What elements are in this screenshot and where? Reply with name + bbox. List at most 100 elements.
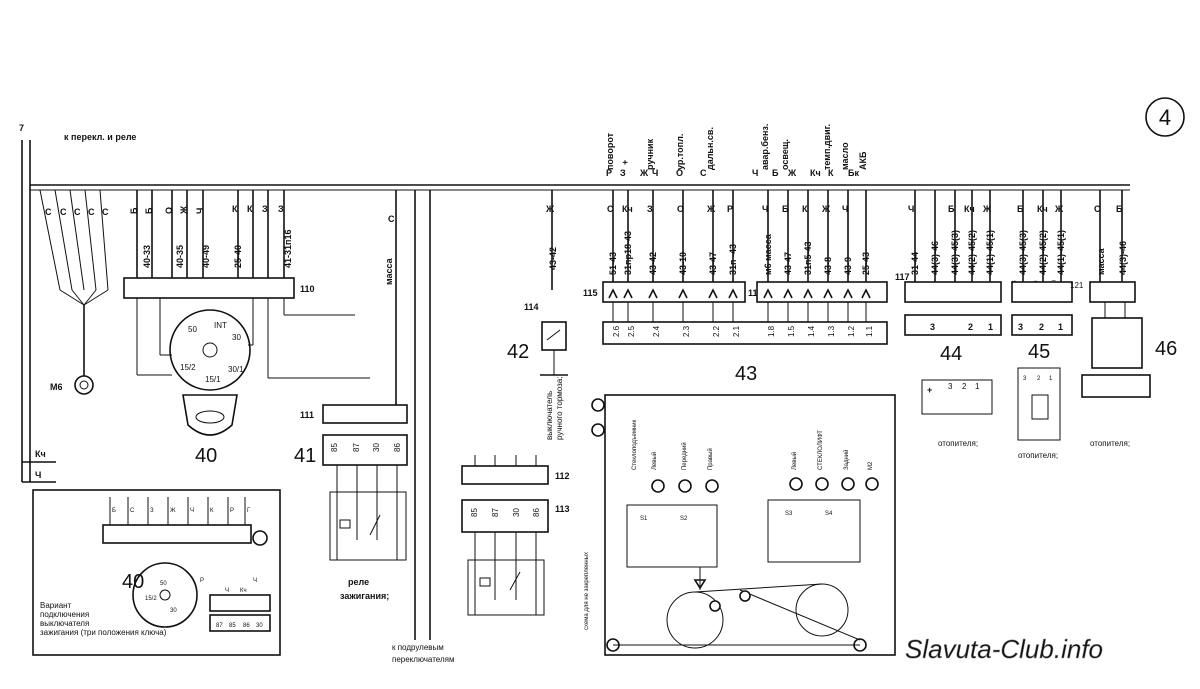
block-label: S1 [640,516,648,522]
connector-arrow [783,288,793,299]
terminal-label: 50 [160,581,167,587]
pin-label: 44(3)-46 [1118,241,1128,275]
bus-top-label: к перекл. и реле [64,132,136,142]
relay-pin: 85 [470,508,479,517]
wire-color: Ч [908,204,914,214]
terminal-label: 30 [232,333,241,342]
function-color: Ч [752,168,758,178]
motor-label: М6 [50,382,63,392]
variant-title-line: выключателя [40,619,89,628]
heater-switch-44: 117 3 2 1 44 Ч Б Кч Ж 31-44 44(3)-46 44(… [895,190,1002,448]
relay-pin: 30 [372,443,381,452]
connector-arrow [763,288,773,299]
resistor-mark: 1 [1049,376,1053,382]
relay-41: 111 85 87 30 86 41 масса С реле зажигани… [294,190,408,601]
slot-label: 1.4 [807,325,816,337]
inset-label: Левый [791,452,798,470]
wire-color: Ж [170,508,176,514]
pin-label: 44(2)-45(2) [967,230,977,275]
inset-side-text: схема для не закрепленных [584,552,590,630]
slot-label: 1.3 [827,325,836,337]
pin-label: 44(2)-45(2) [1038,230,1048,275]
wire-color: Ж [545,204,555,214]
side-wire-label: Ч [35,470,41,480]
wire-color: К [210,508,214,514]
connector-arrow [623,288,633,299]
pin-label: 25-43 [861,252,871,275]
relay-pin: 30 [512,508,521,517]
page-number-circle [1145,97,1185,137]
wire-color: С [60,207,67,217]
relay-caption-line: к подрулевым [392,643,444,652]
connector-arrow [608,288,618,299]
side-wire-kch: Кч [22,449,56,463]
wire-color: Ж [179,205,189,215]
pin-label: 31п5-43 [803,242,813,275]
wire-color: Б [948,204,955,214]
wire-label: масса [384,257,394,285]
pin-label: 43-47 [708,252,718,275]
terminal-label: Ч [253,578,257,584]
slot-label: 2.2 [712,325,721,337]
relay-caption-line: реле [348,577,369,587]
brake-switch-42: Ж 43-42 114 42 выключатель ручного тормо… [507,190,568,440]
function-color: Ч [652,168,658,178]
side-wire-label: Кч [35,449,46,459]
wire-color: Р [727,204,733,214]
slot-label: 2.5 [627,325,636,337]
function-label: ур.топл. [675,134,685,170]
inset-label: М2 [868,461,874,470]
relay-112: 112 113 85 87 30 86 к подрулевым переклю… [392,455,570,664]
function-label: ручник [645,138,655,170]
relay-caption-line: переключателям [392,655,454,664]
brake-caption: выключатель ручного тормоза; [545,377,564,440]
switch-mark: 3 [948,382,953,391]
relay-pin: 86 [393,443,402,452]
wire-color: З [278,204,284,214]
component-number: 41 [294,445,316,467]
connector-arrow [843,288,853,299]
wire-color: О [677,204,684,214]
wire-color: Ж [706,204,716,214]
slot-label: 1.5 [787,325,796,337]
connector-arrow [728,288,738,299]
relay-pin: 86 [532,508,541,517]
watermark: Slavuta-Club.info [905,634,1103,664]
relay-caption-line: зажигания; [340,591,389,601]
component-number: 42 [507,341,529,363]
terminal-label: 30 [170,608,177,614]
terminal-label: 30/1 [228,365,244,374]
key-symbol [182,394,238,436]
connector-num: 117 [895,272,910,282]
pin-label: 43-9 [843,257,853,275]
motor-m6: М6 С С С С С [39,189,109,395]
rail-mark: 7 [19,123,24,133]
function-color: С [700,168,707,178]
wire-color: К [232,204,238,214]
relay-pin: 85 [330,443,339,452]
heater-caption: отопителя; [1090,439,1130,448]
pin-label: 31п -43 [728,244,738,275]
terminal-label: 15/2 [180,363,196,372]
wire-color: Б [1116,204,1123,214]
page-number: 4 [1159,105,1171,130]
wire-color: Б [782,204,789,214]
wire-color: Ж [982,204,992,214]
function-label: АКБ [858,151,868,170]
wire-color: Ч [762,204,768,214]
slot-label: 2.1 [732,325,741,337]
ignition-switch-40: 50 INT 30 15/2 15/1 30/1 40 [136,298,370,467]
heater-caption: отопителя; [1018,451,1058,460]
function-label: + [620,160,630,165]
side-wire-ch: Ч [22,470,56,483]
function-color: Б [772,168,779,178]
wire-color: С [1094,204,1101,214]
brake-caption-line: ручного тормоза; [555,377,564,440]
wire-color: С [388,214,395,224]
wire-color: Ч [842,204,848,214]
function-label: дальн.св. [705,127,715,170]
function-color: Р [606,168,612,178]
connector-arrow [648,288,658,299]
relay-pin: 86 [243,623,250,629]
